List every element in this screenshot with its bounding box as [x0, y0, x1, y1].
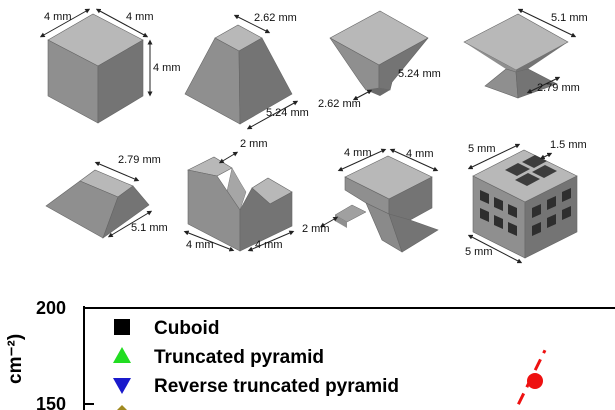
shape-cuboid: 4 mm 4 mm 4 mm: [39, 8, 181, 124]
hourglass-dim-mid: 2.79 mm: [537, 82, 580, 94]
truncated-dim-top: 2.62 mm: [254, 12, 297, 24]
legend-marker-triangle-down: [113, 378, 131, 394]
legend-label: Reverse truncated pyramid: [154, 376, 399, 397]
legend-marker-triangle-up: [113, 347, 131, 363]
shape-overhang: 4 mm 4 mm 2 mm: [302, 147, 439, 253]
overhang-dim-c: 2 mm: [302, 223, 330, 235]
diamond-dim-bottom: 5.1 mm: [131, 222, 168, 234]
chart-marks: [513, 349, 547, 410]
shape-v-groove: 2 mm 4 mm 4 mm: [183, 138, 295, 252]
legend-marker-diamond: [117, 405, 127, 410]
hourglass-dim-top: 5.1 mm: [551, 12, 588, 24]
data-point: [527, 372, 543, 389]
y-axis-label: cm⁻²): [5, 334, 26, 384]
legend-marker-square: [114, 319, 130, 335]
shape-lattice: 5 mm 1.5 mm 5 mm: [465, 139, 587, 264]
overhang-dim-b: 4 mm: [406, 148, 434, 160]
fit-line: [513, 349, 547, 410]
cuboid-dim-a: 4 mm: [44, 11, 72, 23]
reverse-dim-bottom: 2.62 mm: [318, 98, 361, 110]
cuboid-dim-c: 4 mm: [153, 62, 181, 74]
lattice-dim-c: 5 mm: [465, 246, 493, 258]
shape-hourglass: 5.1 mm 2.79 mm: [463, 8, 588, 99]
lattice-dim-b: 1.5 mm: [550, 139, 587, 151]
overhang-dim-a: 4 mm: [344, 147, 372, 159]
cuboid-dim-b: 4 mm: [126, 11, 154, 23]
lattice-dim-a: 5 mm: [468, 143, 496, 155]
shape-reverse-truncated-pyramid: 5.24 mm 2.62 mm: [318, 10, 441, 110]
diamond-dim-top: 2.79 mm: [118, 154, 161, 166]
legend-label: Cuboid: [154, 318, 219, 339]
vgroove-dim-c: 4 mm: [255, 239, 283, 251]
truncated-dim-bottom: 5.24 mm: [266, 107, 309, 119]
y-tick-label-200: 200: [36, 298, 66, 318]
vgroove-dim-b: 4 mm: [186, 239, 214, 251]
shape-diamond: 2.79 mm 5.1 mm: [45, 154, 168, 239]
reverse-dim-top: 5.24 mm: [398, 68, 441, 80]
shape-truncated-pyramid: 2.62 mm 5.24 mm: [184, 12, 309, 130]
y-tick-label-150: 150: [36, 394, 66, 410]
legend-label: Truncated pyramid: [154, 347, 324, 368]
vgroove-dim-a: 2 mm: [240, 138, 268, 150]
